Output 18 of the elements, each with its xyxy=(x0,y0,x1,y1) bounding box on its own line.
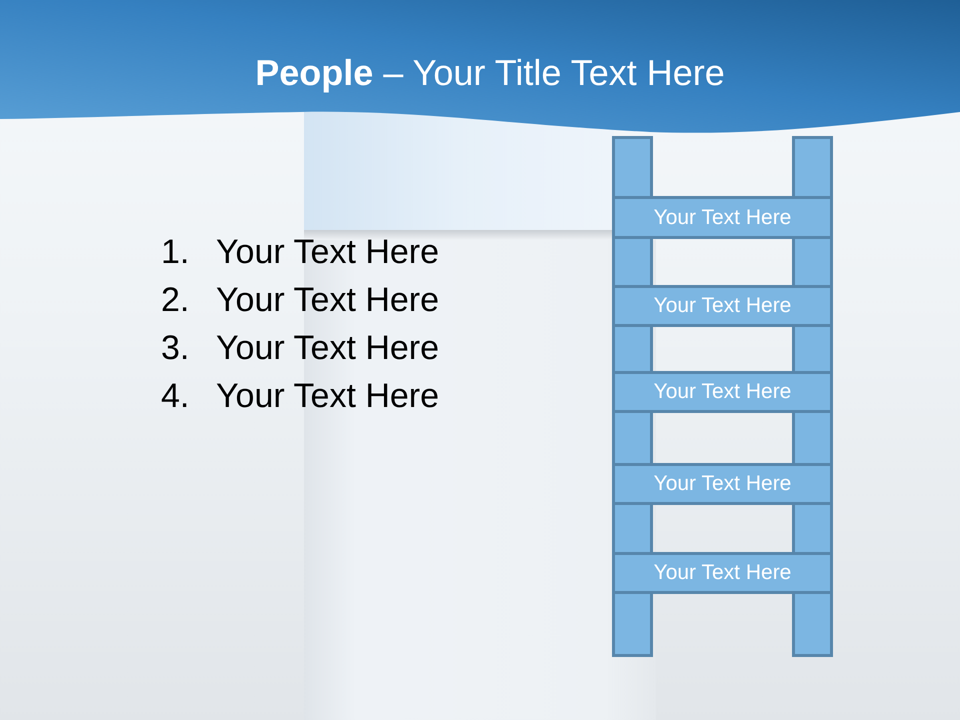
list-item-text: Your Text Here xyxy=(216,377,440,416)
ladder-rail-segment xyxy=(792,591,833,657)
list-number: 2. xyxy=(161,281,190,320)
list-item-text: Your Text Here xyxy=(216,233,440,272)
ladder-rail-segment xyxy=(612,136,653,199)
ladder-rail-segment xyxy=(792,136,833,199)
list-number: 1. xyxy=(161,233,190,272)
ladder-rung: Your Text Here xyxy=(612,285,833,327)
ladder-rail-segment xyxy=(612,591,653,657)
list-item-text: Your Text Here xyxy=(216,329,440,368)
ladder-rung: Your Text Here xyxy=(612,463,833,505)
ladder-rung: Your Text Here xyxy=(612,196,833,239)
list-number: 4. xyxy=(161,377,190,416)
ladder-rung: Your Text Here xyxy=(612,552,833,594)
slide-title: People – Your Title Text Here xyxy=(255,52,725,94)
ladder-rung: Your Text Here xyxy=(612,371,833,413)
list-item-text: Your Text Here xyxy=(216,281,440,320)
list-number: 3. xyxy=(161,329,190,368)
